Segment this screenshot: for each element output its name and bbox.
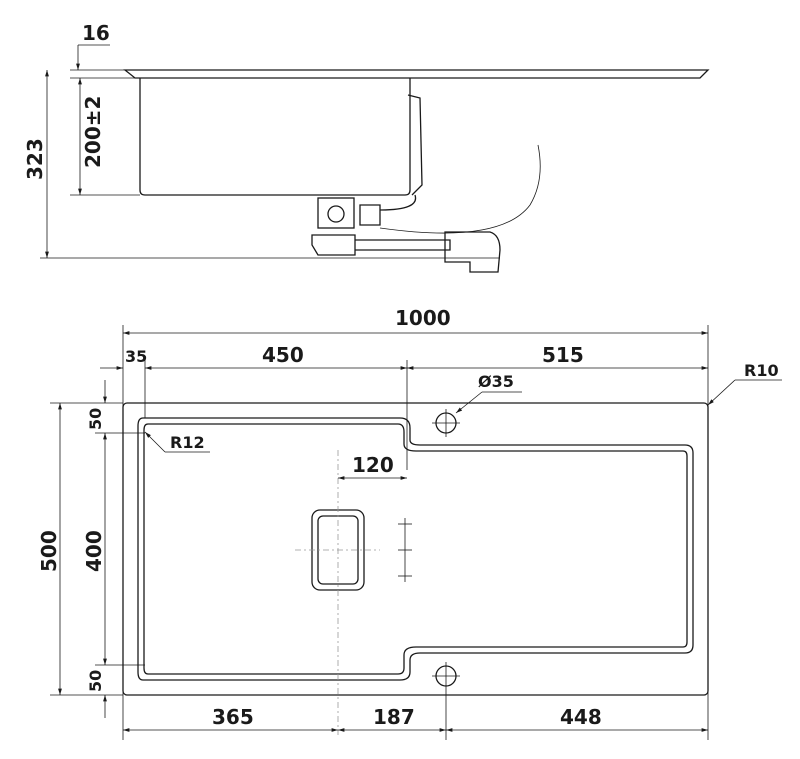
dim-outer-radius: R10 xyxy=(744,361,779,380)
bowl-profile xyxy=(139,78,411,196)
trap xyxy=(311,234,451,256)
sink-outline xyxy=(122,402,709,696)
dim-bowl-depth: 200±2 xyxy=(81,96,105,168)
side-view: 16 200±2 323 xyxy=(23,21,710,273)
dim-drain-offset: 120 xyxy=(352,453,394,477)
countertop-rim xyxy=(123,69,710,79)
bowl-outer-edge xyxy=(137,417,694,681)
dim-drain-x: 365 xyxy=(212,705,254,729)
dim-inner-radius: R12 xyxy=(170,433,205,452)
dim-rim: 16 xyxy=(82,21,110,45)
dim-top-margin: 50 xyxy=(86,408,105,430)
top-view: 1000 35 450 515 120 365 187 448 Ø35 R10 … xyxy=(37,306,782,740)
dim-drainer-width: 515 xyxy=(542,343,584,367)
bowl-inner-edge xyxy=(143,423,688,675)
overflow xyxy=(407,94,423,196)
dim-bowl-width: 450 xyxy=(262,343,304,367)
dim-total-depth-side: 323 xyxy=(23,138,47,180)
overflow-hose xyxy=(359,194,417,226)
dim-total-width: 1000 xyxy=(395,306,451,330)
outlet xyxy=(444,231,501,273)
drain-body xyxy=(317,197,355,229)
dim-bowl-depth-top: 400 xyxy=(82,530,106,572)
dim-total-depth: 500 xyxy=(37,530,61,572)
dim-hole-to-edge: 448 xyxy=(560,705,602,729)
dim-drain-to-hole: 187 xyxy=(373,705,415,729)
dim-bottom-margin: 50 xyxy=(86,670,105,692)
dim-left-margin: 35 xyxy=(125,347,147,366)
dim-tap-hole: Ø35 xyxy=(478,372,514,391)
cable xyxy=(379,144,541,234)
